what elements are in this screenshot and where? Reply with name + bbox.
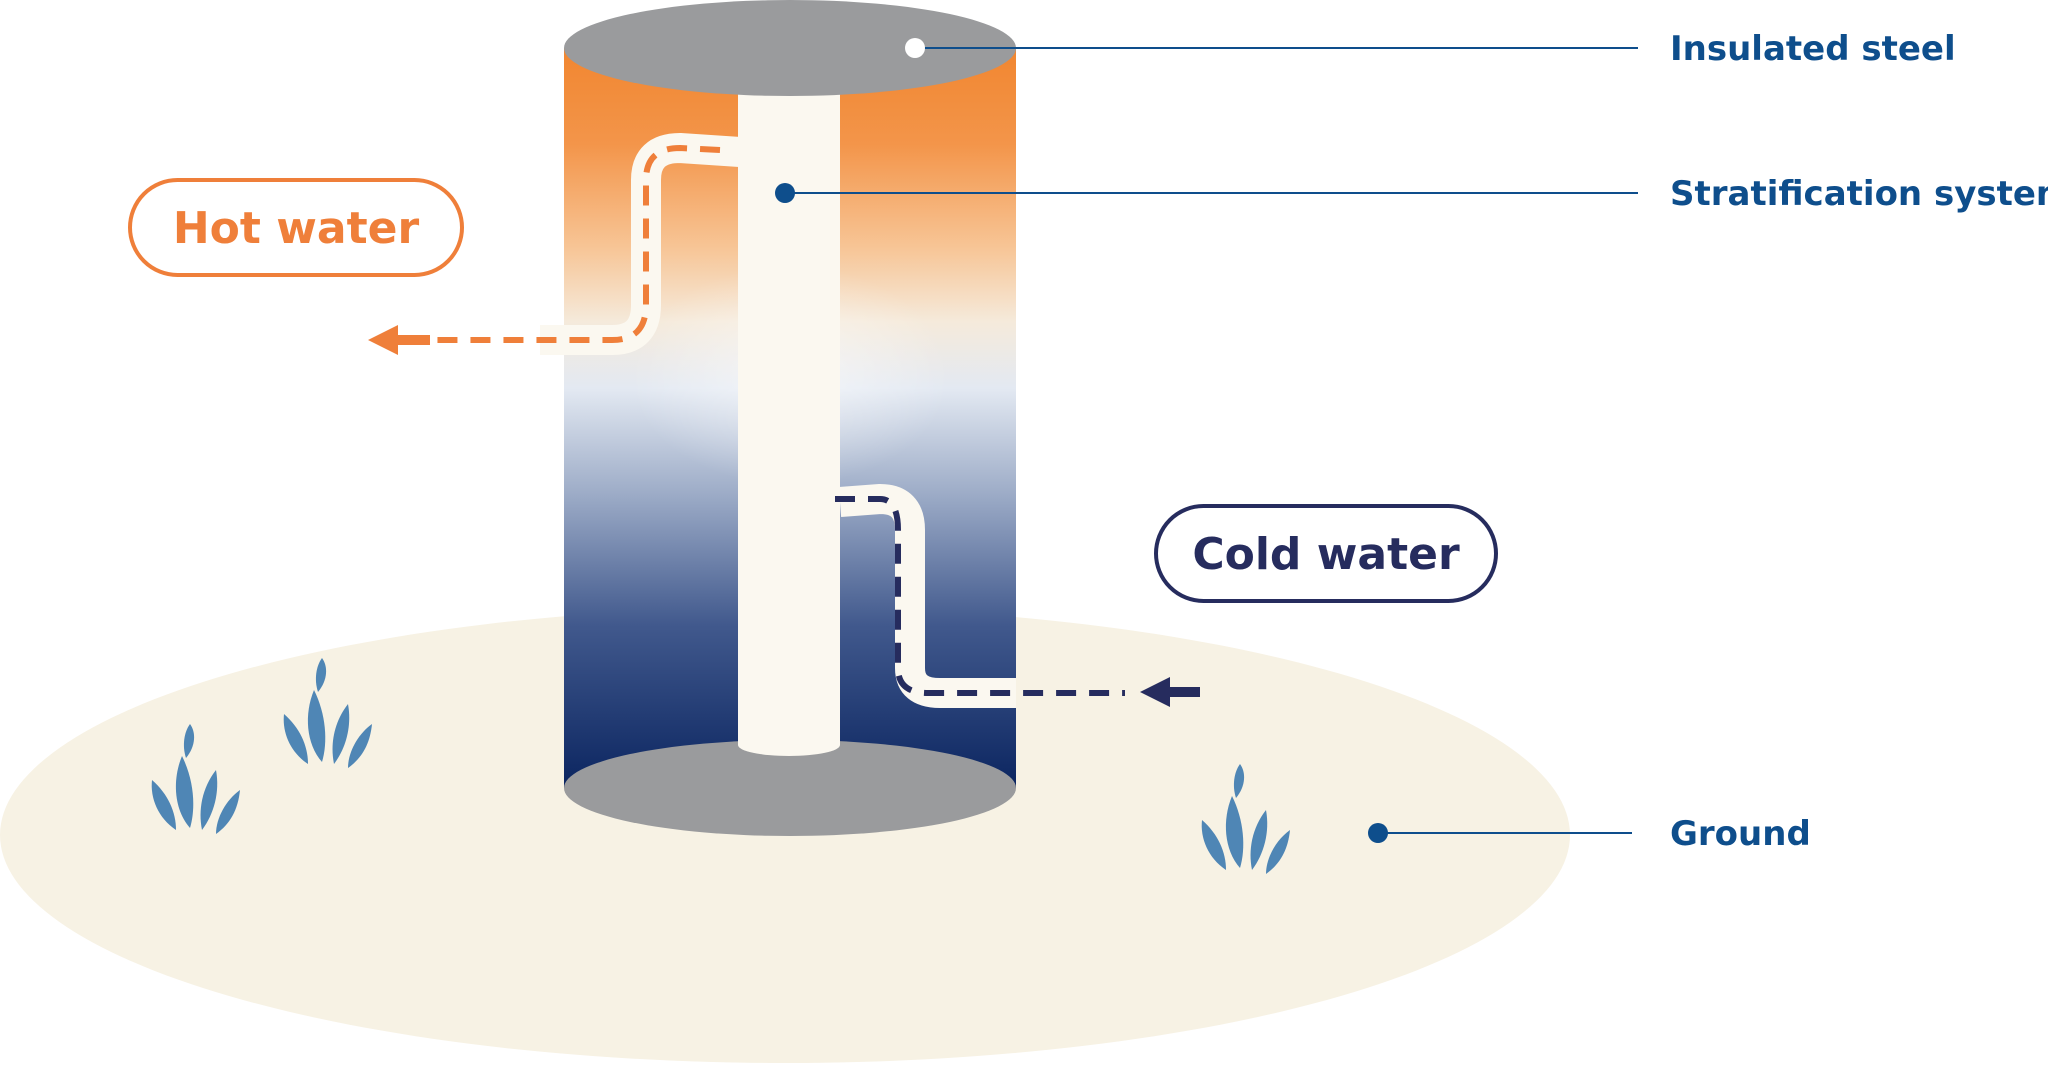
callout-label: Ground [1670, 814, 1811, 854]
svg-text:Hot water: Hot water [173, 203, 420, 254]
cold-water-flow-line [835, 496, 1125, 696]
callout-marker [1368, 823, 1388, 843]
hot-water-outlet-arrow-icon [368, 325, 430, 355]
hot-water-pipe [540, 133, 741, 355]
callout-stratification-system: Stratification system [775, 174, 2048, 214]
callout-marker [775, 183, 795, 203]
cold-water-label: Cold water [1154, 504, 1498, 603]
cold-water-inlet-arrow-icon [1140, 677, 1200, 707]
callout-ground: Ground [1368, 814, 1811, 854]
callout-label: Stratification system [1670, 174, 2048, 214]
callout-marker [905, 38, 925, 58]
callout-insulated-steel: Insulated steel [905, 29, 1956, 69]
hot-water-label: Hot water [128, 178, 464, 277]
tank-top-cap [564, 0, 1016, 96]
tank-bottom-cap [564, 740, 1016, 836]
callout-label: Insulated steel [1670, 29, 1956, 69]
svg-text:Cold water: Cold water [1192, 529, 1460, 580]
stratification-column [738, 80, 840, 745]
